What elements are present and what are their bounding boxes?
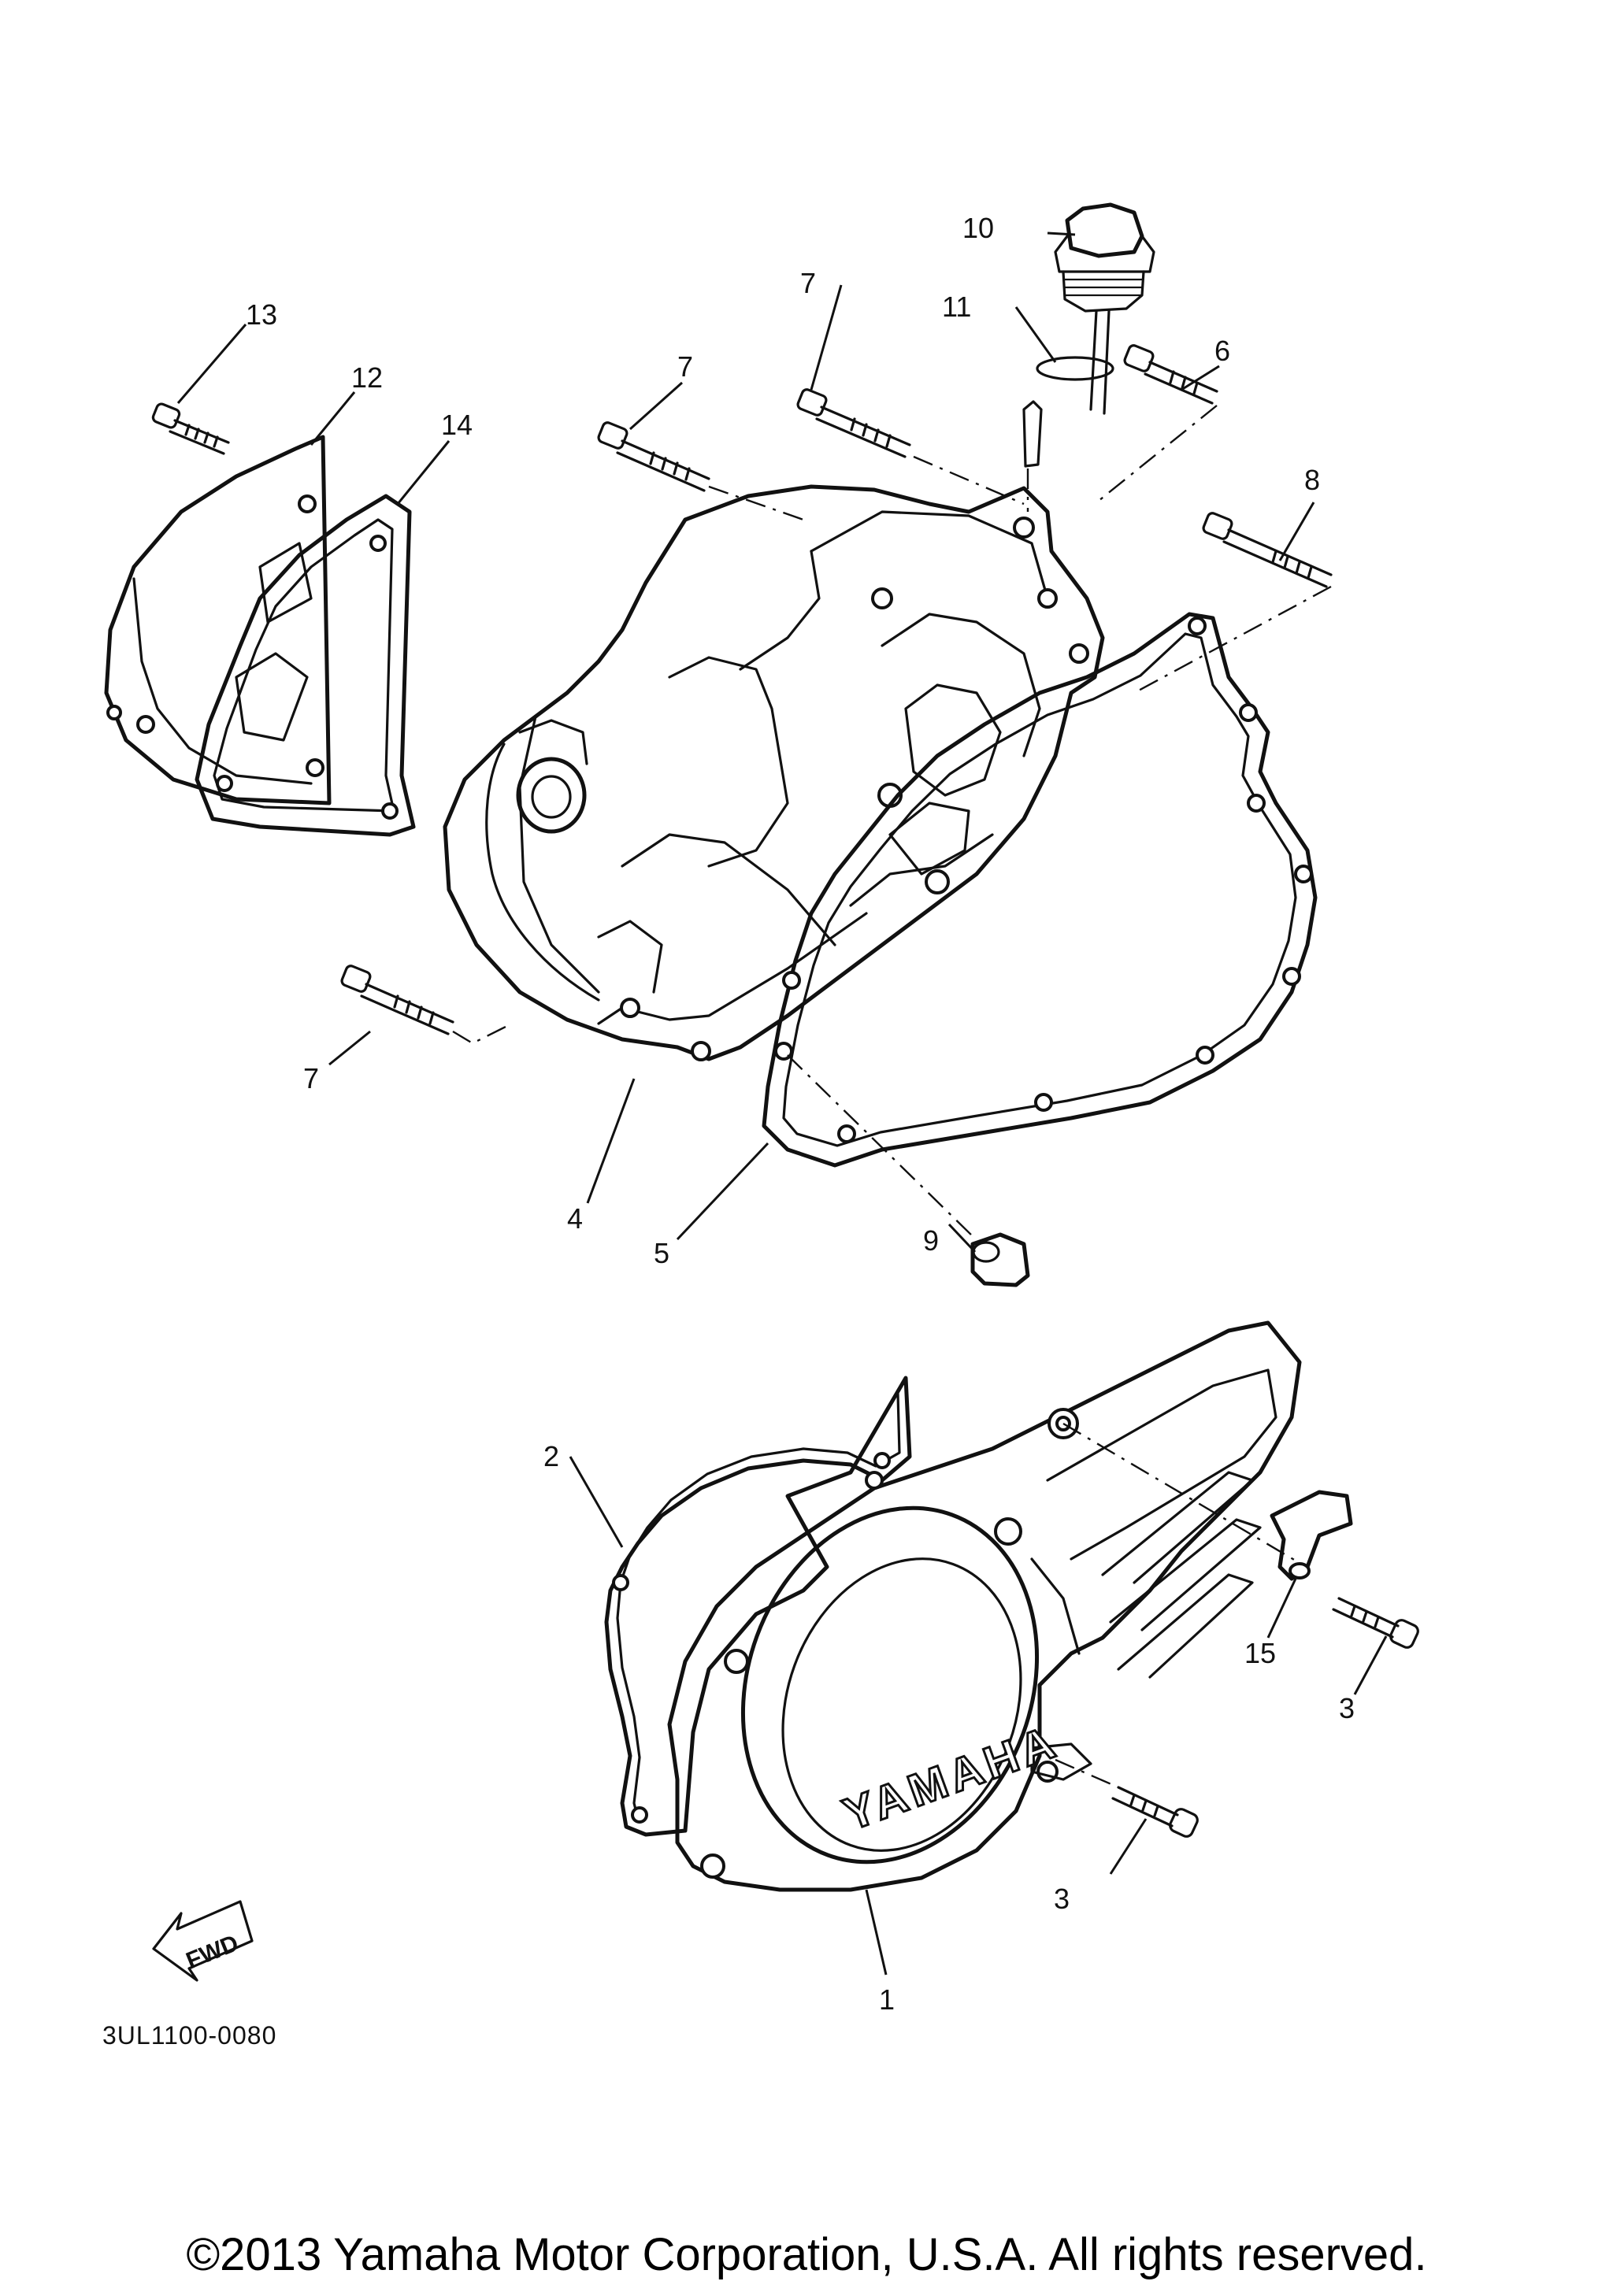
part-13-bolt <box>151 402 230 455</box>
part-14-cover-gasket <box>195 494 416 837</box>
callout-15: 15 <box>1244 1637 1276 1669</box>
part-11-o-ring <box>1036 356 1114 381</box>
callout-7-upper-center: 7 <box>800 267 816 299</box>
part-3-bolt-lower <box>1111 1786 1199 1838</box>
part-3-bolt-right <box>1332 1597 1419 1649</box>
callout-13: 13 <box>246 298 277 331</box>
part-7-bolt-lower <box>340 965 454 1035</box>
svg-text:FWD: FWD <box>183 1930 243 1974</box>
fwd-arrow-icon: FWD <box>152 1900 254 1982</box>
part-2-cover-gasket <box>604 1376 912 1837</box>
callout-1: 1 <box>879 1983 895 2016</box>
part-15-bracket <box>1270 1490 1353 1581</box>
part-10-oil-cap <box>1054 202 1155 415</box>
callout-3-lower: 3 <box>1054 1883 1070 1915</box>
leader-lines <box>176 231 1388 1976</box>
callout-8: 8 <box>1304 464 1320 496</box>
callout-3-right: 3 <box>1339 1692 1355 1724</box>
part-7-bolt-upper-center <box>796 388 911 458</box>
alignment-lines-upper <box>452 405 1332 1241</box>
callout-6: 6 <box>1214 335 1230 367</box>
part-4-crankcase-cover <box>443 484 1105 1061</box>
part-7-bolt-upper-left <box>597 421 710 492</box>
callout-9: 9 <box>923 1224 939 1257</box>
part-1-side-cover <box>667 1320 1302 1892</box>
callout-2: 2 <box>543 1440 559 1472</box>
callout-14: 14 <box>441 409 473 441</box>
dipstick-probe <box>1022 400 1043 468</box>
part-6-bolt <box>1123 344 1218 405</box>
callout-labels: 1 2 3 3 4 5 6 7 7 7 8 9 10 11 12 13 14 1… <box>246 212 1355 2016</box>
copyright-notice: ©2013 Yamaha Motor Corporation, U.S.A. A… <box>186 2229 1427 2280</box>
alignment-lines-lower <box>1055 1422 1300 1789</box>
callout-10: 10 <box>962 212 994 244</box>
diagram-code: 3UL1100-0080 <box>102 2021 276 2050</box>
callout-7-upper-left: 7 <box>677 350 693 383</box>
part-12-small-cover <box>104 435 332 805</box>
part-8-bolt <box>1202 512 1333 588</box>
part-5-crankcase-gasket <box>762 612 1318 1168</box>
part-9-dowel-pin <box>970 1232 1030 1287</box>
callout-5: 5 <box>654 1237 669 1269</box>
callout-12: 12 <box>351 361 383 394</box>
callout-7-lower: 7 <box>303 1062 319 1094</box>
callout-4: 4 <box>567 1202 583 1235</box>
callout-11: 11 <box>942 291 971 323</box>
